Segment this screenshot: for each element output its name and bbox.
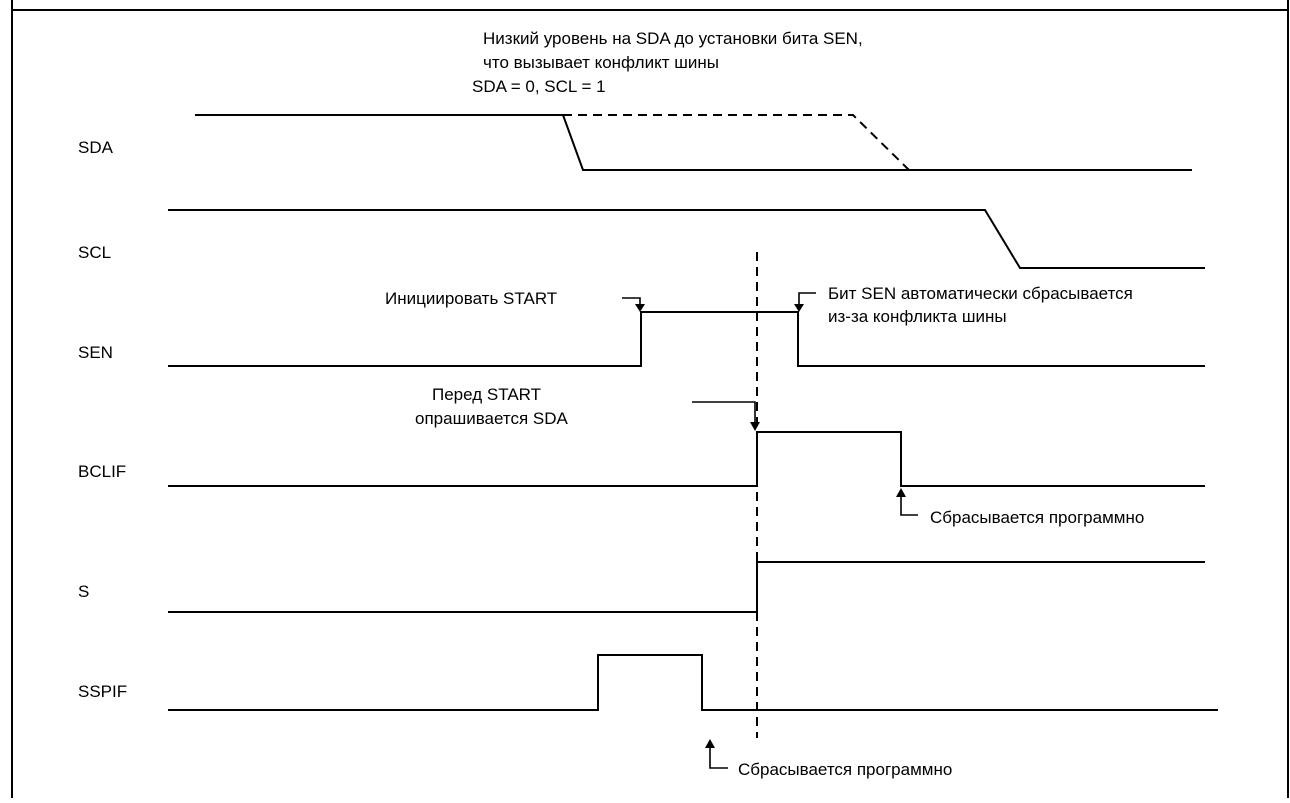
bclif-cleared-arrow-icon: [896, 488, 906, 497]
signal-label-sda: SDA: [78, 138, 114, 157]
s-waveform: [168, 561, 1205, 613]
sen-waveform: [168, 311, 1205, 367]
initiate-start-label: Инициировать START: [385, 289, 557, 308]
sspif-cleared-leader: [709, 747, 728, 769]
sen-cleared-line1: Бит SEN автоматически сбрасывается: [828, 284, 1133, 303]
sda-low-note-line3: SDA = 0, SCL = 1: [472, 77, 606, 96]
sda-sampled-arrow-icon: [750, 422, 760, 431]
signal-label-sspif: SSPIF: [78, 682, 127, 701]
sda-expected-waveform: [563, 114, 910, 171]
sen-cleared-arrow-icon: [794, 304, 804, 312]
bclif-cleared-leader: [900, 496, 918, 516]
initiate-start-arrow-icon: [635, 304, 645, 312]
signal-label-sen: SEN: [78, 343, 113, 362]
signal-label-s: S: [78, 582, 89, 601]
sen-cleared-line2: из-за конфликта шины: [828, 307, 1007, 326]
scl-waveform: [168, 209, 1205, 269]
bclif-cleared-label: Сбрасывается программно: [930, 508, 1144, 527]
bclif-waveform: [168, 431, 1205, 487]
sen-cleared-leader: [798, 292, 816, 306]
initiate-start-leader: [622, 297, 641, 306]
diagram-frame: [11, 0, 1289, 798]
sda-waveform: [195, 114, 1192, 171]
sda-low-note-line1: Низкий уровень на SDA до установки бита …: [483, 29, 863, 48]
sspif-waveform: [168, 654, 1218, 711]
sda-sampled-leader: [692, 401, 756, 424]
sda-low-note-line2: что вызывает конфликт шины: [483, 53, 719, 72]
sda-sampled-line1: Перед START: [432, 385, 541, 404]
sspif-cleared-arrow-icon: [705, 739, 715, 748]
sda-sampled-line2: опрашивается SDA: [415, 409, 569, 428]
signal-label-bclif: BCLIF: [78, 462, 126, 481]
signal-label-scl: SCL: [78, 243, 111, 262]
sspif-cleared-label: Сбрасывается программно: [738, 760, 952, 779]
